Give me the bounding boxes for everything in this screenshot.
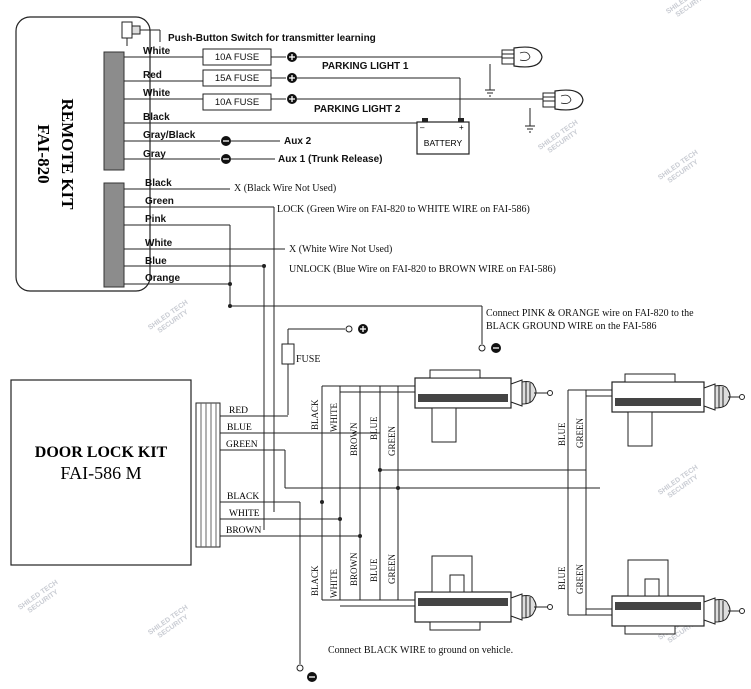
br-green: GREEN xyxy=(575,564,585,594)
door-lock-kit: DOOR LOCK KIT FAI-586 M xyxy=(10,379,221,566)
upper-wires xyxy=(124,56,417,160)
battery-box xyxy=(416,121,470,155)
door-wire-blue: BLUE xyxy=(227,423,252,433)
door-lock-wire-labels: RED BLUE GREEN BLACK WHITE BROWN xyxy=(226,406,262,536)
note-ground-vehicle: Connect BLACK WIRE to ground on vehicle. xyxy=(328,645,513,656)
aux2-label: Aux 2 xyxy=(284,136,312,147)
remote-kit-model: FAI-820 xyxy=(34,124,53,183)
battery-pos: + xyxy=(459,123,464,132)
parking-light-2-label: PARKING LIGHT 2 xyxy=(314,104,401,115)
bulb-1 xyxy=(501,46,543,68)
note-ground-line2: BLACK GROUND WIRE on the FAI-586 xyxy=(486,321,656,332)
wire-label-blue: Blue xyxy=(145,256,167,267)
wire-label-gray-black: Gray/Black xyxy=(143,130,196,141)
battery-neg: – xyxy=(420,123,425,132)
remote-kit-title: REMOTE KIT xyxy=(58,99,77,211)
actuator-bottom-right xyxy=(611,559,745,635)
wire-label-pink: Pink xyxy=(145,214,167,225)
wire-label-black: Black xyxy=(143,112,170,123)
ground-terminal-1 xyxy=(478,343,501,353)
switch-label: Push-Button Switch for transmitter learn… xyxy=(168,33,376,44)
actuator-top-left xyxy=(414,369,553,443)
tr-green: GREEN xyxy=(575,418,585,448)
wire-label-red: Red xyxy=(143,70,162,81)
wire-label-orange: Orange xyxy=(145,273,180,284)
tl-green: GREEN xyxy=(387,426,397,456)
wire-label-green: Green xyxy=(145,196,174,207)
battery: – + BATTERY xyxy=(416,118,470,155)
fuses: 10A FUSE 15A FUSE 10A FUSE xyxy=(202,48,297,111)
push-button-switch: Push-Button Switch for transmitter learn… xyxy=(121,21,376,46)
parking-light-1-label: PARKING LIGHT 1 xyxy=(322,61,409,72)
note-fuse: FUSE xyxy=(296,354,320,365)
note-lock: LOCK (Green Wire on FAI-820 to WHITE WIR… xyxy=(277,204,530,215)
wire-label-white-lower: White xyxy=(145,238,173,249)
tl-black: BLACK xyxy=(310,399,320,430)
upper-wire-labels: White Red White Black Gray/Black Gray xyxy=(143,46,196,160)
tr-blue: BLUE xyxy=(557,422,567,446)
ground-terminal-2: Connect BLACK WIRE to ground on vehicle. xyxy=(296,645,513,682)
bl-green: GREEN xyxy=(387,554,397,584)
wire-label-black-lower: Black xyxy=(145,178,172,189)
notes: X (Black Wire Not Used) LOCK (Green Wire… xyxy=(234,183,694,332)
parking-light-wiring: PARKING LIGHT 1 PARKING LIGHT 2 xyxy=(297,56,543,133)
bl-black: BLACK xyxy=(310,565,320,596)
remote-kit-upper-connector xyxy=(103,51,125,171)
lower-wires xyxy=(124,188,483,530)
door-wire-red: RED xyxy=(229,406,248,416)
aux-outputs: Aux 2 Aux 1 (Trunk Release) xyxy=(221,136,382,165)
wire-label-white-1: White xyxy=(143,46,171,57)
actuator-wire-labels: BLACK WHITE BROWN BLUE GREEN BLUE GREEN … xyxy=(310,399,585,598)
bulb-2 xyxy=(542,89,584,111)
lower-wire-labels: Black Green Pink White Blue Orange xyxy=(145,178,180,284)
fuse-2-label: 15A FUSE xyxy=(215,73,259,84)
door-lock-wires xyxy=(220,385,612,664)
tl-blue: BLUE xyxy=(369,416,379,440)
wire-label-white-2: White xyxy=(143,88,171,99)
door-wire-brown: BROWN xyxy=(226,526,262,536)
br-blue: BLUE xyxy=(557,566,567,590)
note-ground-line1: Connect PINK & ORANGE wire on FAI-820 to… xyxy=(486,308,694,319)
aux1-label: Aux 1 (Trunk Release) xyxy=(278,154,382,165)
fuse-1-label: 10A FUSE xyxy=(215,52,259,63)
bl-white: WHITE xyxy=(329,569,339,598)
wire-label-gray: Gray xyxy=(143,149,166,160)
door-lock-fuse: FUSE xyxy=(281,324,368,415)
actuator-top-right xyxy=(611,373,745,447)
door-lock-kit-box xyxy=(10,379,192,566)
door-lock-kit-title: DOOR LOCK KIT xyxy=(35,444,168,461)
fuse-3-label: 10A FUSE xyxy=(215,97,259,108)
fuse-3 xyxy=(202,93,272,111)
actuator-bottom-left xyxy=(414,555,553,631)
inline-fuse xyxy=(281,343,295,365)
door-wire-green: GREEN xyxy=(226,440,258,450)
note-unlock: UNLOCK (Blue Wire on FAI-820 to BROWN WI… xyxy=(289,264,556,275)
note-white-not-used: X (White Wire Not Used) xyxy=(289,244,392,255)
remote-kit: REMOTE KIT FAI-820 xyxy=(15,16,151,292)
door-wire-black: BLACK xyxy=(227,492,259,502)
bl-blue: BLUE xyxy=(369,558,379,582)
remote-kit-lower-connector xyxy=(103,182,125,288)
door-lock-kit-model: FAI-586 M xyxy=(60,463,141,483)
tl-white: WHITE xyxy=(329,403,339,432)
bl-brown: BROWN xyxy=(349,552,359,586)
door-wire-white: WHITE xyxy=(229,509,260,519)
note-black-not-used: X (Black Wire Not Used) xyxy=(234,183,336,194)
battery-label: BATTERY xyxy=(424,138,463,148)
tl-brown: BROWN xyxy=(349,422,359,456)
